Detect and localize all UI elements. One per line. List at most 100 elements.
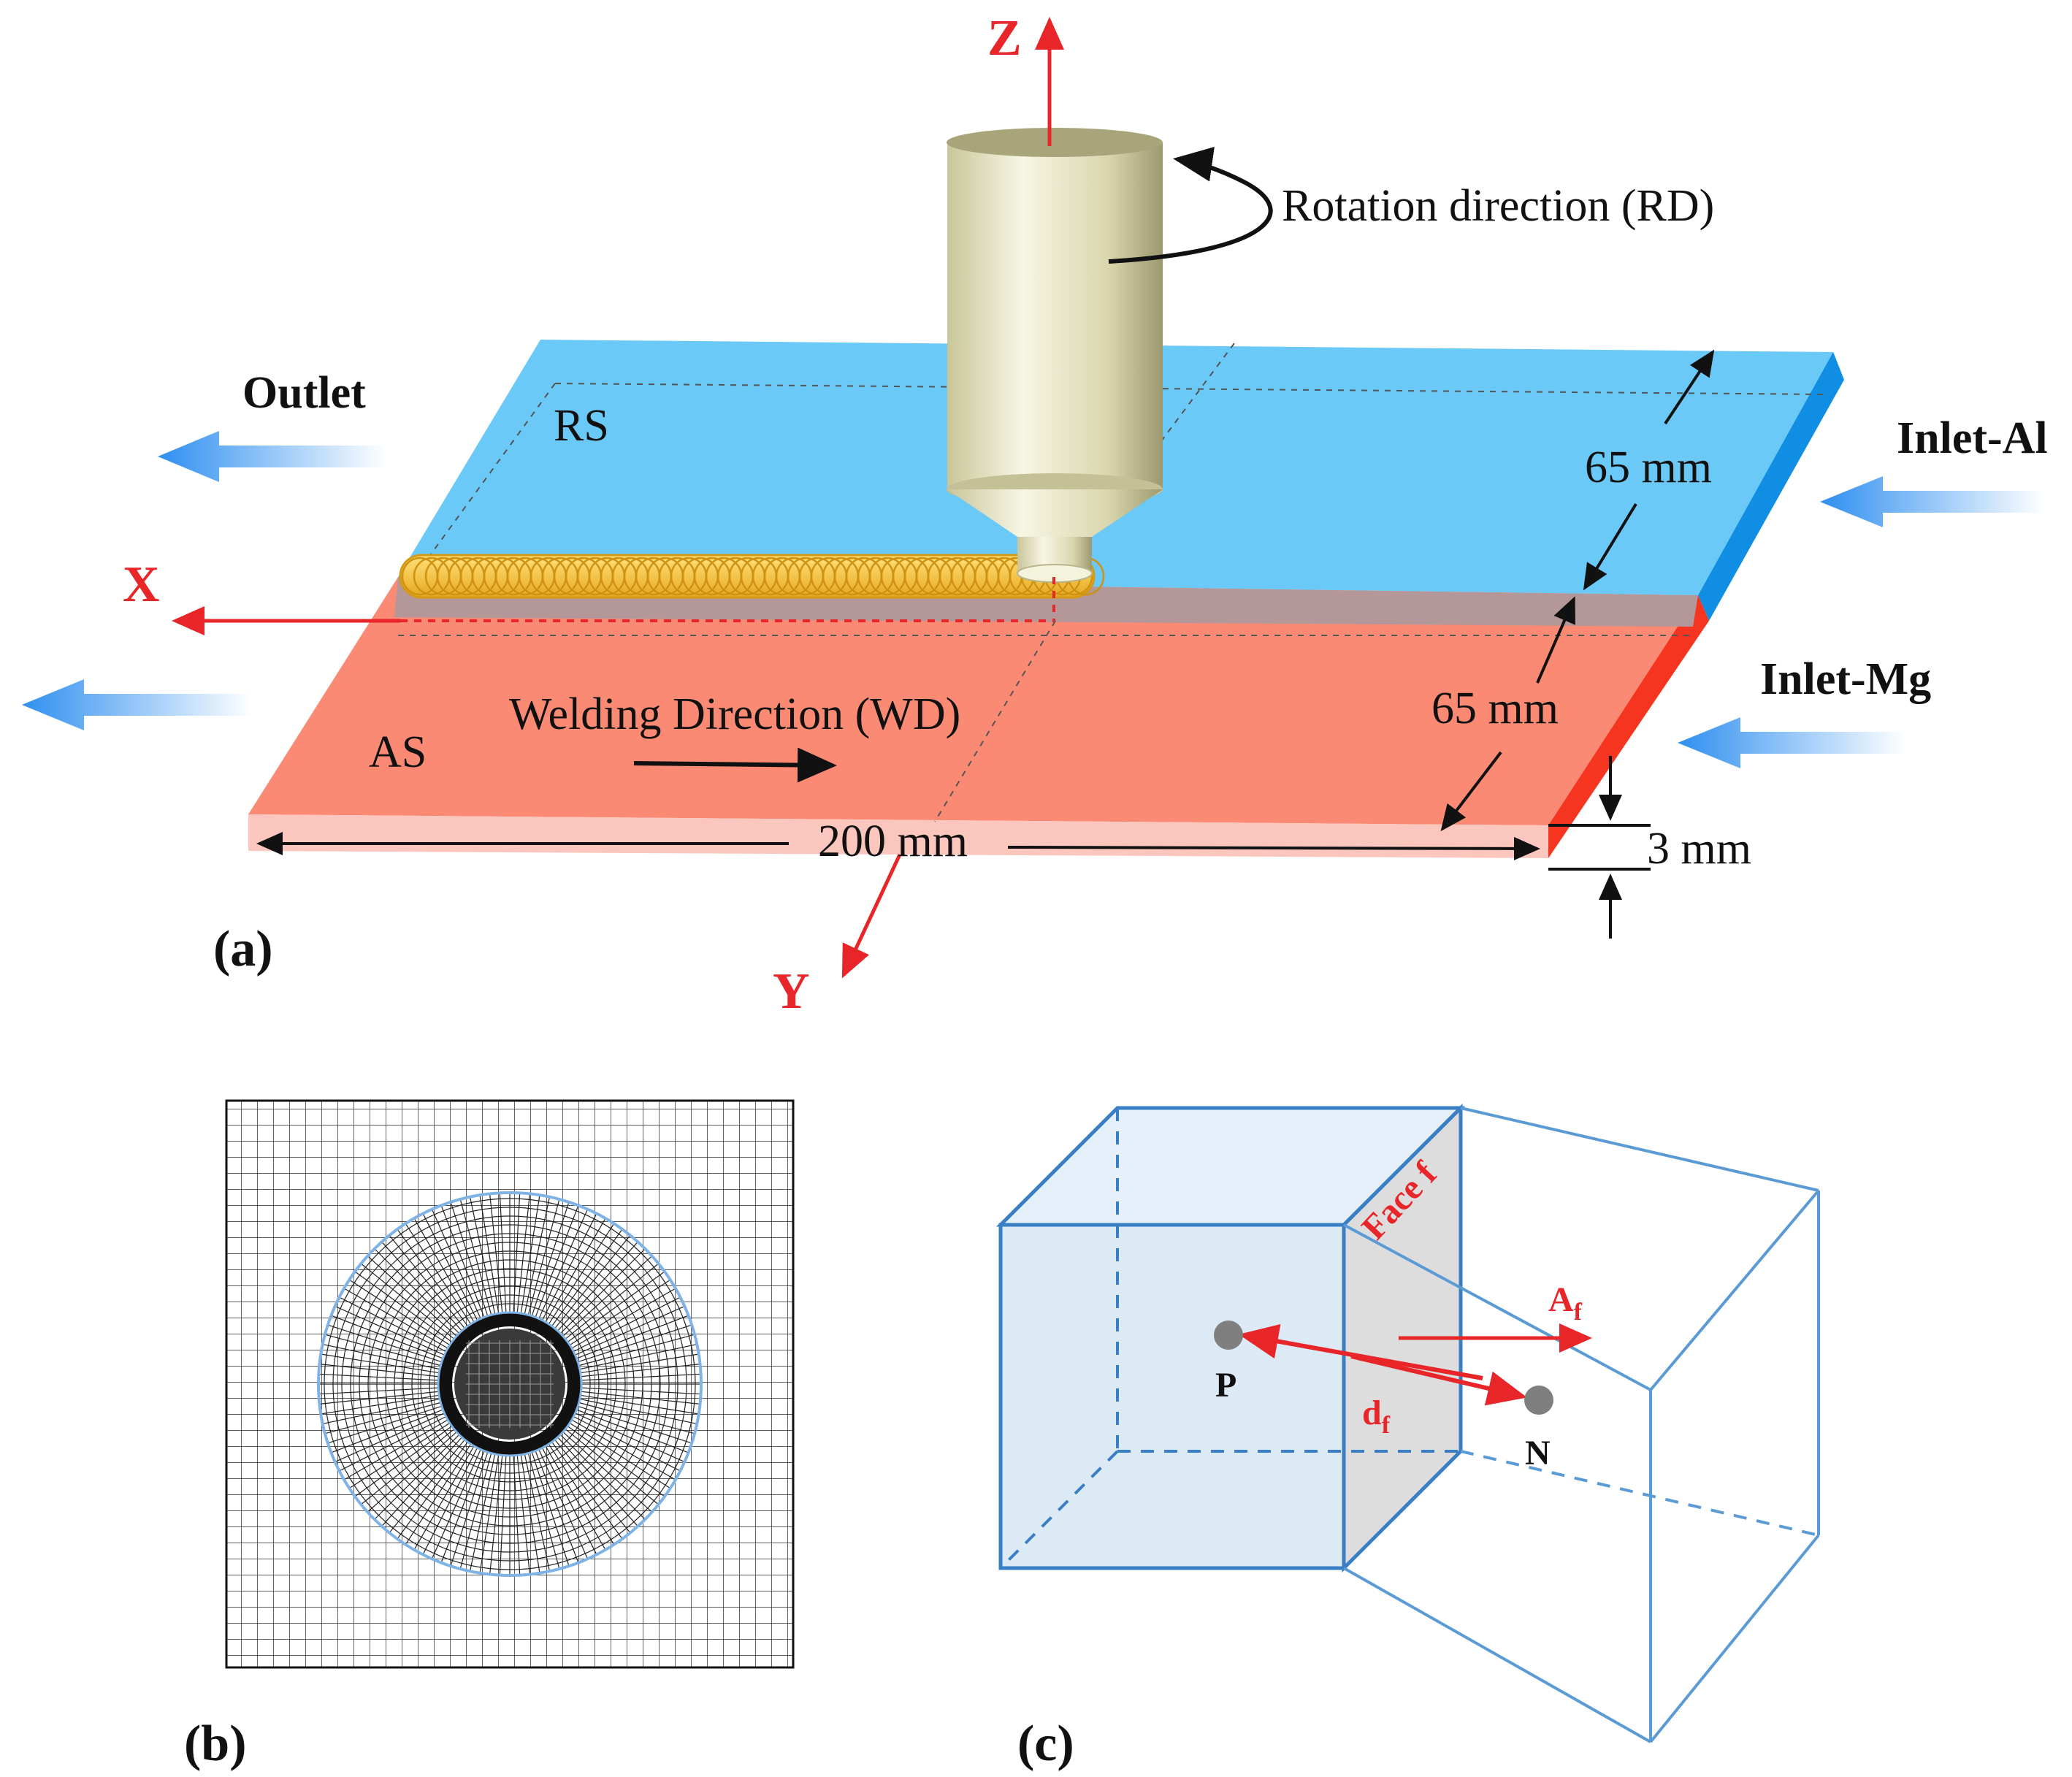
mesh-radial-line bbox=[576, 1409, 689, 1453]
mesh-ring-line bbox=[385, 1259, 635, 1509]
inlet-al-arrow bbox=[1820, 476, 2045, 527]
rotation-label: Rotation direction (RD) bbox=[1282, 181, 1714, 231]
mesh-radial-line bbox=[571, 1288, 676, 1349]
mesh-radial-line bbox=[469, 1196, 496, 1315]
welding-direction-label: Welding Direction (WD) bbox=[509, 689, 960, 739]
mesh-outer-ring bbox=[317, 1191, 703, 1577]
mesh-radial-line bbox=[581, 1391, 700, 1405]
mesh-radial-line bbox=[389, 1235, 465, 1329]
mesh-radial-line bbox=[581, 1387, 701, 1395]
mesh-radial-line bbox=[581, 1373, 701, 1381]
mesh-radial-line bbox=[581, 1364, 700, 1377]
mesh-radial-line bbox=[559, 1248, 646, 1334]
mesh-ring-line bbox=[394, 1268, 626, 1500]
mesh-radial-line bbox=[374, 1248, 460, 1334]
mesh-radial-line bbox=[489, 1193, 503, 1313]
panel-b: (b) bbox=[184, 1099, 795, 1772]
mesh-radial-line bbox=[322, 1343, 440, 1370]
mesh-radial-line bbox=[580, 1353, 699, 1374]
mesh-radial-line bbox=[562, 1256, 653, 1337]
al-plate-side bbox=[1698, 352, 1844, 621]
mesh-radial-line bbox=[397, 1228, 468, 1327]
inlet-al-label: Inlet-Al bbox=[1897, 413, 2048, 463]
mesh-radial-line bbox=[578, 1324, 692, 1363]
mesh-radial-line bbox=[374, 1434, 460, 1520]
dim-width-as-up bbox=[1536, 596, 1575, 684]
rotation-arrow bbox=[1108, 147, 1273, 264]
mesh-radial-line bbox=[413, 1218, 475, 1323]
y-axis bbox=[841, 853, 902, 979]
outlet-arrow-lower bbox=[22, 679, 252, 730]
mesh-radial-line bbox=[489, 1455, 503, 1575]
mesh-radial-line bbox=[327, 1405, 442, 1444]
mesh-radial-line bbox=[319, 1364, 439, 1377]
mg-plate-side bbox=[1548, 595, 1709, 858]
cell-p-hidden-edges bbox=[999, 1108, 1461, 1570]
mesh-radial-line bbox=[527, 1199, 560, 1315]
mesh-radial-line bbox=[567, 1426, 665, 1497]
mesh-radial-line bbox=[331, 1315, 443, 1359]
as-label: AS bbox=[369, 727, 427, 777]
mesh-radial-line bbox=[541, 1448, 597, 1555]
mesh-radial-line bbox=[339, 1296, 446, 1353]
dim-width-as-down bbox=[1440, 751, 1502, 832]
mesh-radial-line bbox=[541, 1213, 597, 1321]
mesh-radial-line bbox=[389, 1439, 465, 1533]
panel-c-label: (c) bbox=[1017, 1716, 1074, 1772]
mesh-radial-line bbox=[450, 1452, 489, 1567]
mesh-radial-line bbox=[565, 1263, 659, 1340]
inlet-mg-arrow bbox=[1678, 717, 1906, 768]
mesh-radial-line bbox=[527, 1453, 560, 1570]
dim-width-rs-label: 65 mm bbox=[1585, 443, 1712, 492]
y-axis-label: Y bbox=[773, 963, 810, 1020]
mesh-radial-line bbox=[431, 1449, 481, 1559]
mesh-ring-line bbox=[332, 1207, 687, 1562]
mesh-ring-line bbox=[350, 1224, 670, 1544]
mesh-radial-line bbox=[413, 1445, 475, 1551]
mesh-radial-line bbox=[520, 1454, 540, 1573]
mesh-radial-line bbox=[569, 1279, 671, 1346]
inlet-mg-label: Inlet-Mg bbox=[1760, 654, 1931, 704]
cell-centroid-p bbox=[1214, 1321, 1243, 1350]
mesh-radial-line bbox=[579, 1343, 697, 1370]
weld-bead bbox=[399, 554, 1105, 599]
mesh-radial-line bbox=[573, 1415, 681, 1472]
mg-plate-top bbox=[248, 577, 1698, 825]
mesh-radial-line bbox=[516, 1193, 530, 1313]
mesh-radial-line bbox=[538, 1449, 589, 1559]
mesh-radial-line bbox=[318, 1373, 439, 1381]
dim-width-rs-up bbox=[1664, 349, 1715, 425]
mesh-radial-line bbox=[575, 1413, 685, 1463]
mesh-radial-line bbox=[562, 1432, 653, 1513]
mesh-inner-ring bbox=[439, 1313, 581, 1455]
panel-b-label: (b) bbox=[184, 1716, 247, 1772]
mesh-radial-line bbox=[538, 1209, 589, 1319]
mesh-radial-line bbox=[548, 1223, 615, 1325]
mesh-radial-line bbox=[575, 1305, 685, 1356]
mesh-radial-line bbox=[450, 1201, 489, 1316]
mesh-radial-line bbox=[579, 1398, 697, 1425]
mesh-radial-line bbox=[327, 1324, 442, 1363]
mesh-radial-line bbox=[343, 1288, 448, 1349]
dim-length-right bbox=[1007, 836, 1540, 860]
distance-vector-n bbox=[1350, 1354, 1527, 1406]
mesh-radial-line bbox=[322, 1398, 440, 1425]
mesh-radial-line bbox=[531, 1452, 570, 1567]
mesh-ring-line bbox=[341, 1215, 678, 1553]
neighbor-cell-label: N bbox=[1525, 1434, 1551, 1472]
outlet-label: Outlet bbox=[242, 368, 366, 418]
dim-width-rs-down bbox=[1583, 502, 1637, 591]
mesh-ring-line bbox=[359, 1233, 661, 1535]
mesh-radial-line bbox=[578, 1402, 695, 1434]
mesh-radial-line bbox=[422, 1213, 478, 1321]
mesh-radial-line bbox=[576, 1315, 689, 1359]
mesh-radial-line bbox=[354, 1271, 453, 1342]
mesh-radial-line bbox=[571, 1419, 676, 1480]
cell-n bbox=[1343, 1107, 1820, 1743]
mesh-radial-line bbox=[348, 1279, 451, 1346]
mesh-radial-line bbox=[565, 1429, 659, 1505]
rs-label: RS bbox=[554, 401, 609, 451]
mesh-radial-line bbox=[557, 1437, 638, 1527]
mesh-radial bbox=[318, 1193, 701, 1575]
mesh-radial-line bbox=[431, 1209, 481, 1319]
